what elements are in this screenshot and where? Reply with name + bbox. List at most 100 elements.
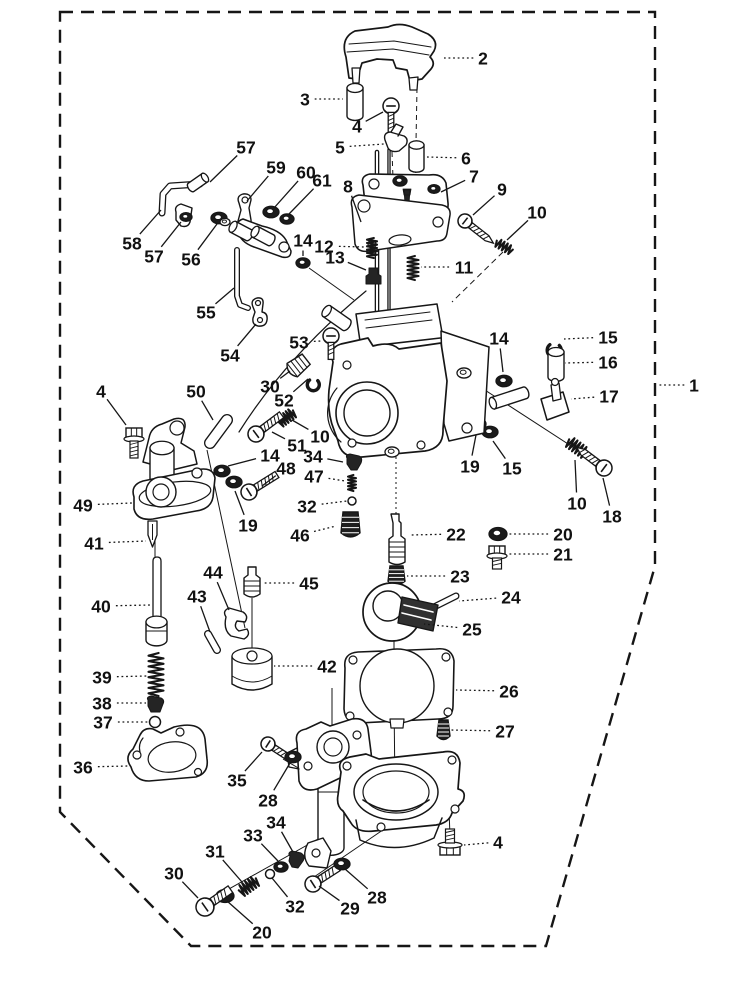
part-number-28: 28 — [367, 887, 387, 907]
part17-barrel — [488, 386, 530, 410]
part-number-11: 11 — [455, 257, 474, 277]
callout-27: 27 — [449, 721, 515, 741]
top-cover — [343, 23, 437, 82]
part-number-57: 57 — [236, 137, 255, 157]
callout-59: 59 — [246, 157, 286, 202]
part52-clip — [305, 378, 321, 393]
part-number-13: 13 — [325, 247, 345, 267]
callout-55: 55 — [196, 287, 235, 322]
part-number-20: 20 — [553, 524, 573, 544]
callout-7: 7 — [440, 166, 479, 193]
part33-sleeve — [273, 861, 289, 873]
part5-clamp — [383, 123, 408, 153]
part6-sleeve — [408, 140, 425, 173]
callout-22: 22 — [409, 524, 466, 544]
part-number-10: 10 — [527, 202, 547, 222]
part-number-19: 19 — [238, 515, 258, 535]
part-number-23: 23 — [450, 566, 470, 586]
pumpcover-hole2 — [352, 730, 362, 740]
part-number-42: 42 — [317, 656, 337, 676]
part-number-27: 27 — [495, 721, 514, 741]
callout-4: 4 — [352, 111, 384, 136]
part-number-20: 20 — [252, 922, 272, 942]
gasket26-opening — [359, 648, 435, 724]
callout-49: 49 — [73, 495, 133, 515]
callout-24: 24 — [458, 587, 521, 607]
part-number-44: 44 — [203, 562, 223, 582]
float42-body — [231, 655, 273, 691]
part-number-4: 4 — [352, 116, 362, 136]
callout-8: 8 — [343, 176, 362, 223]
part46-plug — [340, 511, 361, 538]
part45-ribs — [243, 580, 261, 592]
part16-sleeve — [547, 346, 565, 383]
part44-hook — [223, 607, 250, 640]
callout-45: 45 — [262, 573, 319, 593]
callout-38: 38 — [92, 693, 146, 713]
pumpcover-hole-inner — [323, 737, 343, 757]
callout-54: 54 — [220, 323, 257, 365]
bolt4-drain — [437, 828, 463, 856]
part48-screw — [240, 470, 280, 501]
callout-41: 41 — [84, 533, 147, 553]
part-number-9: 9 — [497, 179, 507, 199]
body-hole2 — [347, 438, 357, 448]
callout-29: 29 — [318, 885, 360, 918]
callout-44: 44 — [203, 562, 230, 611]
part-number-48: 48 — [276, 458, 296, 478]
body-roller — [321, 304, 352, 332]
part14-washer-top — [295, 257, 311, 269]
gasket26-hole3 — [443, 707, 453, 717]
part-number-7: 7 — [469, 166, 479, 186]
callout-19: 19 — [234, 490, 258, 535]
part-number-52: 52 — [274, 390, 294, 410]
callout-12: 12 — [314, 236, 366, 256]
bowl-body — [355, 817, 443, 849]
part-number-53: 53 — [289, 332, 309, 352]
part-number-51: 51 — [287, 435, 307, 455]
part-number-16: 16 — [598, 352, 618, 372]
axis-9-10 — [451, 251, 504, 303]
callout-4: 4 — [96, 381, 127, 426]
callout-56: 56 — [181, 223, 218, 269]
part-number-30: 30 — [260, 376, 280, 396]
part-number-34: 34 — [266, 812, 286, 832]
part28-washer-low — [333, 857, 351, 871]
top-cover-tab-right — [408, 76, 419, 91]
callout-11: 11 — [421, 257, 474, 277]
part4-screw — [382, 97, 400, 135]
part40-collar — [145, 615, 168, 647]
callout-4: 4 — [463, 832, 503, 852]
callout-33: 33 — [243, 825, 279, 862]
float25-clip-stripe — [401, 604, 434, 621]
part-number-59: 59 — [266, 157, 286, 177]
part34-seat-low — [288, 850, 305, 869]
callout-6: 6 — [426, 148, 471, 168]
bowl-hole3 — [450, 804, 460, 814]
callout-10: 10 — [291, 419, 330, 446]
pump-clevis-hole — [311, 848, 321, 858]
callout-20: 20 — [508, 524, 573, 544]
float42-hole — [246, 650, 258, 662]
part-number-17: 17 — [599, 386, 618, 406]
part56-nut-face — [219, 217, 231, 227]
callout-21: 21 — [508, 544, 573, 564]
callout-19: 19 — [460, 434, 480, 476]
part32-oring-low — [264, 868, 276, 880]
pump49-ring-inner — [152, 483, 170, 501]
part12-spring — [365, 236, 379, 260]
callout-57: 57 — [209, 137, 256, 183]
gasket26-hole1 — [348, 655, 358, 665]
part-number-26: 26 — [499, 681, 519, 701]
gasket36-hole1 — [132, 750, 142, 760]
callout-53: 53 — [289, 332, 323, 352]
part-number-49: 49 — [73, 495, 93, 515]
callout-14: 14 — [293, 230, 313, 256]
callout-25: 25 — [423, 619, 482, 639]
part-number-21: 21 — [553, 544, 573, 564]
plate7-hole-left — [368, 178, 380, 190]
part-number-57: 57 — [144, 246, 163, 266]
part-number-14: 14 — [489, 328, 509, 348]
part37-oring — [148, 715, 162, 729]
